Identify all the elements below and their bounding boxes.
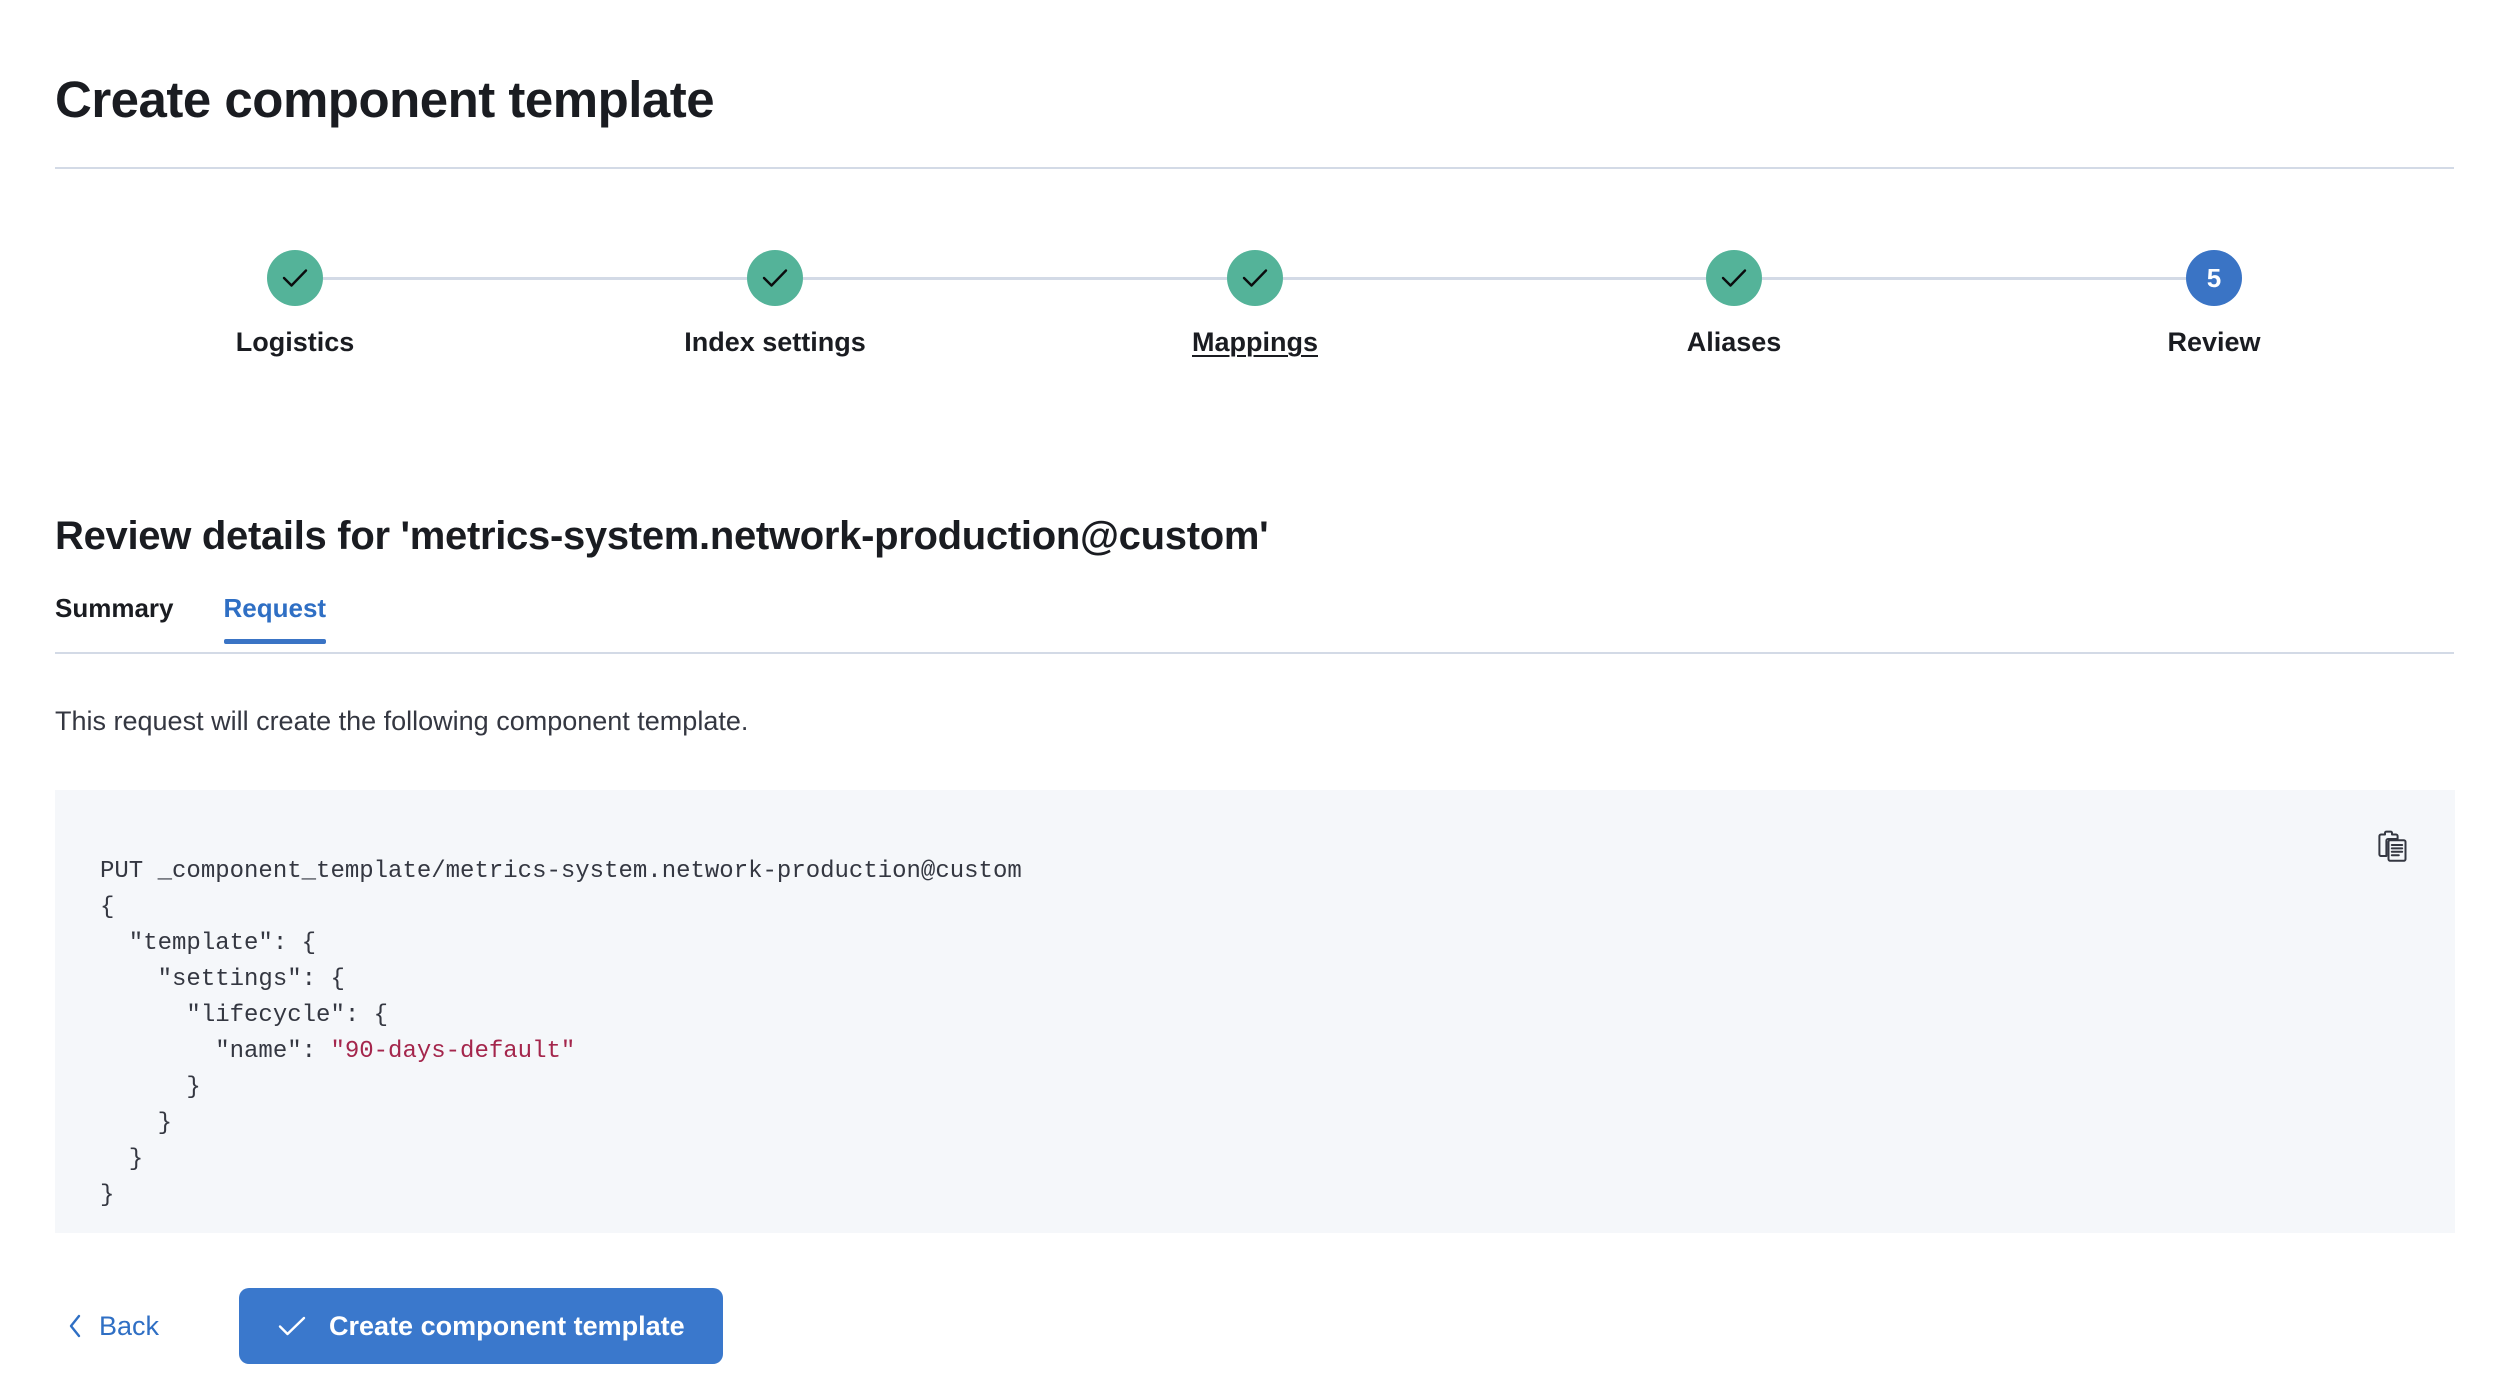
stepper-step-index-settings[interactable]: Index settings	[595, 250, 955, 359]
page-title: Create component template	[55, 71, 715, 129]
stepper-connector-line	[1283, 277, 1706, 280]
stepper-step-label: Aliases	[1686, 327, 1782, 357]
back-button-label: Back	[99, 1310, 160, 1341]
stepper-step-mappings[interactable]: Mappings	[1075, 250, 1435, 359]
request-body-close: } } } }	[100, 1074, 201, 1209]
wizard-footer: Back Create component template	[55, 1288, 723, 1364]
stepper-step-logistics[interactable]: Logistics	[115, 250, 475, 359]
create-component-template-button-label: Create component template	[329, 1310, 685, 1341]
stepper-step-label: Mappings	[1192, 327, 1318, 357]
request-method-line: PUT _component_template/metrics-system.n…	[100, 858, 1022, 885]
chevron-left-icon	[65, 1311, 85, 1341]
tab-summary[interactable]: Summary	[55, 592, 174, 642]
create-component-template-button[interactable]: Create component template	[239, 1288, 723, 1364]
stepper-step-aliases[interactable]: Aliases	[1554, 250, 1914, 359]
tab-request[interactable]: Request	[223, 592, 326, 644]
check-icon	[1706, 250, 1762, 306]
request-code-text: PUT _component_template/metrics-system.n…	[100, 854, 1022, 1214]
request-description: This request will create the following c…	[55, 706, 749, 736]
check-icon	[747, 250, 803, 306]
back-button[interactable]: Back	[55, 1310, 171, 1343]
copy-clipboard-icon[interactable]	[2366, 820, 2420, 874]
check-icon	[1227, 250, 1283, 306]
stepper-connector-line	[803, 277, 1227, 280]
stepper-connector-line	[323, 277, 747, 280]
check-icon	[267, 250, 323, 306]
section-heading: Review details for 'metrics-system.netwo…	[55, 514, 1269, 559]
request-body-open: { "template": { "settings": { "lifecycle…	[100, 894, 389, 1065]
request-code-block: PUT _component_template/metrics-system.n…	[55, 790, 2455, 1233]
step-number: 5	[2206, 263, 2222, 293]
check-icon	[277, 1314, 307, 1338]
detail-tabs: Summary Request	[55, 592, 2454, 654]
stepper-step-label: Index settings	[684, 327, 866, 357]
title-divider	[55, 167, 2454, 169]
stepper-step-label: Logistics	[235, 327, 355, 357]
stepper-step-label: Review	[2167, 327, 2261, 357]
stepper-connector-line	[1762, 277, 2186, 280]
step-number-badge: 5	[2186, 250, 2242, 306]
lifecycle-name-value: "90-days-default"	[330, 1038, 576, 1065]
